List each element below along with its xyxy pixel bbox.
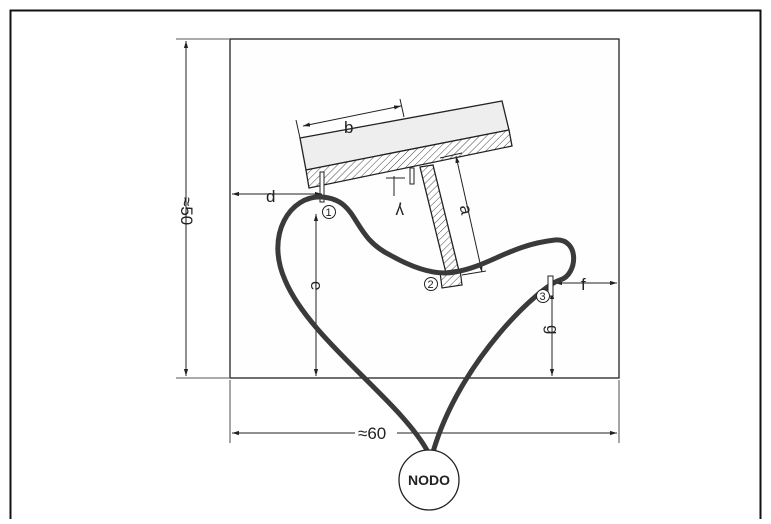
- label-width: ≈60: [358, 424, 386, 443]
- bolt-top: [409, 167, 415, 185]
- bolt-3: [547, 275, 554, 297]
- label-e: e: [307, 281, 326, 290]
- outer-border: [9, 9, 762, 524]
- cable: [275, 194, 577, 455]
- label-b: b: [344, 118, 353, 137]
- point-3: 3: [536, 289, 550, 303]
- dimension-height: [176, 38, 229, 379]
- label-f: f: [581, 275, 586, 294]
- dimension-gamma: [386, 176, 405, 196]
- bolt-1: [319, 171, 325, 203]
- beam-slab: [305, 129, 513, 189]
- point-2: 2: [424, 277, 438, 291]
- point-3-label: 3: [540, 291, 546, 303]
- point-1: 1: [322, 205, 336, 219]
- node-label: NODO: [408, 472, 450, 488]
- point-2-label: 2: [428, 279, 434, 291]
- label-height: ≈50: [177, 197, 196, 225]
- node: NODO: [398, 449, 460, 511]
- dimension-a: [439, 152, 487, 276]
- label-gamma: γ: [395, 202, 404, 221]
- label-g: g: [543, 325, 562, 334]
- dimension-width: [229, 380, 620, 443]
- dimension-b: [295, 98, 405, 139]
- label-d: d: [266, 187, 275, 206]
- point-1-label: 1: [326, 207, 332, 219]
